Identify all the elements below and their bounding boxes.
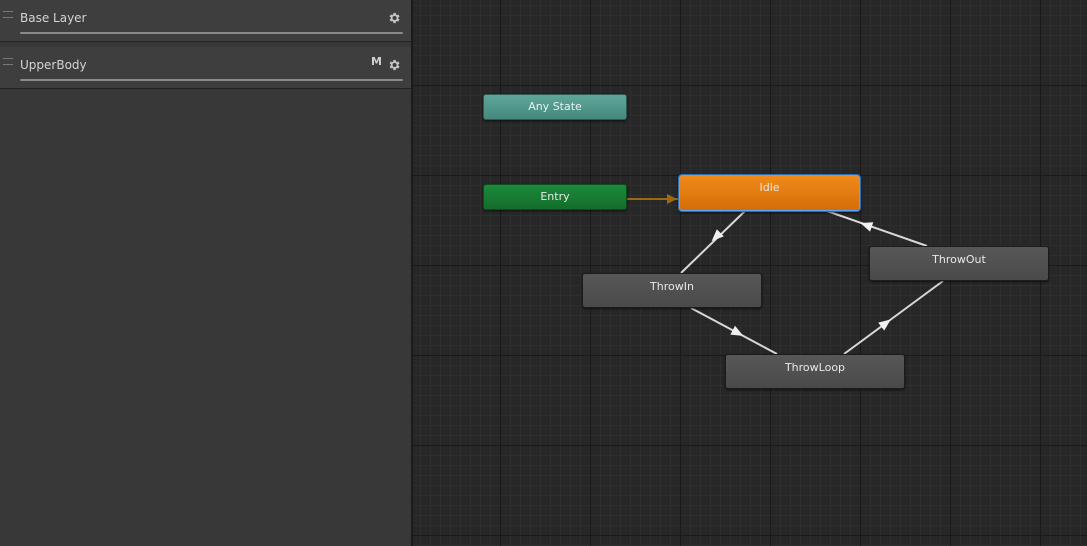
state-machine-graph[interactable]: Any State Entry Idle ThrowIn ThrowOut Th… [413,0,1087,546]
layer-row-base-layer[interactable]: Base Layer [0,0,411,42]
state-idle[interactable]: Idle [679,175,860,211]
layer-weight-slider[interactable] [20,79,403,81]
arrow-icon [878,319,891,331]
transitions-layer [627,194,944,355]
layer-name: UpperBody [20,58,87,72]
layer-row-upperbody[interactable]: UpperBody M [0,47,411,89]
layer-name: Base Layer [20,11,87,25]
gear-icon[interactable] [387,11,401,25]
arrow-icon [860,222,874,232]
drag-handle-icon[interactable] [3,11,13,18]
state-label: Idle [759,181,780,194]
state-label: Any State [528,100,582,113]
state-throwin[interactable]: ThrowIn [582,273,762,308]
gear-icon[interactable] [387,58,401,72]
transition-throwout-idle[interactable] [826,210,928,247]
transition-throwloop-throwout[interactable] [843,280,944,355]
arrow-icon [730,325,744,336]
state-label: ThrowOut [932,253,986,266]
state-label: ThrowIn [650,280,694,293]
arrow-icon [667,194,677,204]
drag-handle-icon[interactable] [3,58,13,65]
arrow-icon [711,229,724,242]
layers-panel: Base Layer UpperBody M [0,0,413,546]
state-entry[interactable]: Entry [483,184,627,210]
state-any-state[interactable]: Any State [483,94,627,120]
mask-badge: M [371,55,382,68]
state-throwout[interactable]: ThrowOut [869,246,1049,281]
layer-weight-slider[interactable] [20,32,403,34]
transition-idle-throwin[interactable] [680,210,746,274]
state-throwloop[interactable]: ThrowLoop [725,354,905,389]
state-label: Entry [540,190,570,203]
state-label: ThrowLoop [784,361,846,374]
